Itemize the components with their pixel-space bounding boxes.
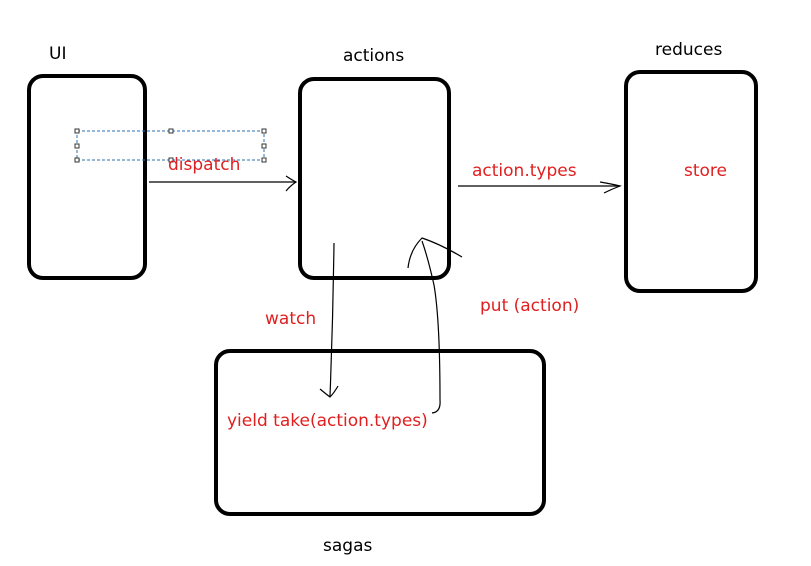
action-types-label: action.types [472, 161, 577, 181]
sagas-title: sagas [323, 536, 373, 556]
actions-title: actions [343, 46, 405, 66]
reducers-box [624, 70, 758, 293]
reducers-title: reduces [655, 40, 723, 60]
store-label: store [684, 161, 727, 181]
sagas-box [214, 349, 546, 516]
actions-box [298, 77, 451, 280]
ui-title: UI [49, 44, 67, 64]
dispatch-label: dispatch [168, 155, 241, 175]
dispatch-arrowhead [285, 175, 298, 192]
yield-take-label: yield take(action.types) [227, 411, 428, 431]
put-action-label: put (action) [480, 296, 580, 316]
ui-box [27, 74, 147, 280]
action-types-arrowhead [599, 181, 623, 194]
watch-label: watch [265, 309, 317, 329]
